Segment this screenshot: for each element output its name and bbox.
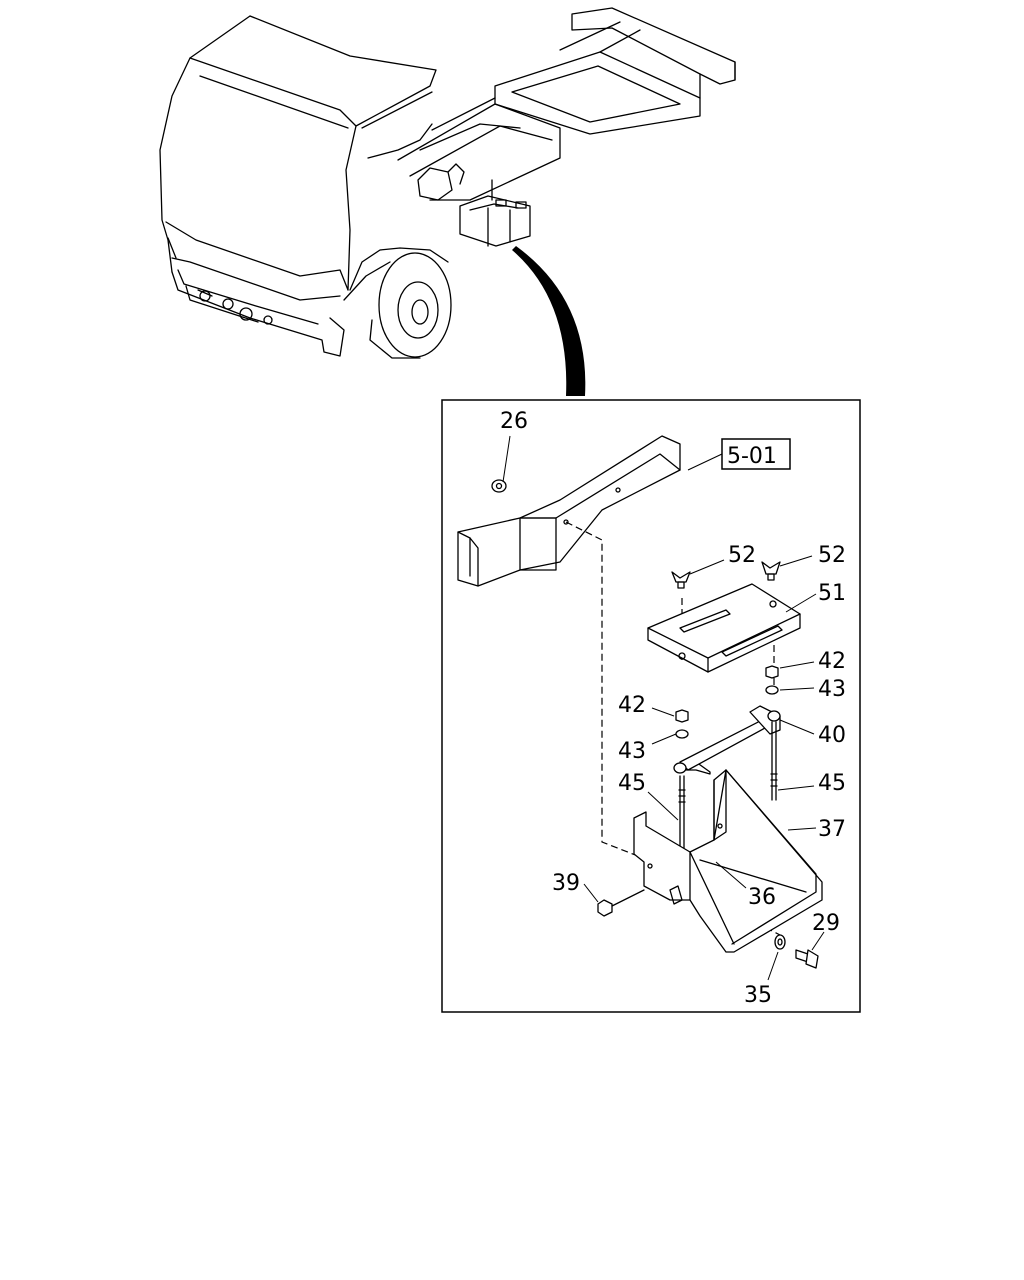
hold-down-bar-40 bbox=[673, 705, 781, 775]
callout-42-right: 42 bbox=[818, 649, 846, 674]
washer-35 bbox=[774, 934, 786, 950]
wing-nut-52-right bbox=[761, 561, 781, 581]
rod-45-right bbox=[770, 721, 778, 801]
callout-43-left: 43 bbox=[618, 739, 646, 764]
truck-overview-illustration bbox=[159, 7, 736, 359]
callout-45-left: 45 bbox=[618, 771, 646, 796]
callout-37: 37 bbox=[818, 817, 846, 842]
battery-cover-51 bbox=[647, 583, 801, 673]
detail-leader-arrow bbox=[512, 246, 586, 396]
nut-26 bbox=[491, 479, 507, 493]
callout-52-left: 52 bbox=[728, 543, 756, 568]
nut-42-left bbox=[675, 709, 689, 723]
reference-label: 5-01 bbox=[727, 444, 777, 469]
bolt-29 bbox=[795, 949, 819, 969]
callout-labels: 26 52 52 51 42 43 42 43 40 45 45 37 36 3… bbox=[500, 409, 846, 1008]
wing-nut-52-left bbox=[671, 571, 691, 589]
callout-43-right: 43 bbox=[818, 677, 846, 702]
callout-42-left: 42 bbox=[618, 693, 646, 718]
callout-29: 29 bbox=[812, 911, 840, 936]
callout-36: 36 bbox=[748, 885, 776, 910]
callout-51: 51 bbox=[818, 581, 846, 606]
callout-52-right: 52 bbox=[818, 543, 846, 568]
callout-35: 35 bbox=[744, 983, 772, 1008]
detail-view-frame bbox=[441, 399, 861, 1013]
callout-39: 39 bbox=[552, 871, 580, 896]
callout-40: 40 bbox=[818, 723, 846, 748]
battery-tray-37 bbox=[633, 769, 823, 953]
callout-26: 26 bbox=[500, 409, 528, 434]
washer-43-left bbox=[675, 729, 689, 739]
frame-rail bbox=[457, 435, 681, 587]
nut-39 bbox=[597, 889, 645, 917]
nut-42-right bbox=[765, 665, 779, 679]
washer-43-right bbox=[765, 685, 779, 695]
callout-45-right: 45 bbox=[818, 771, 846, 796]
battery-box-location bbox=[459, 179, 531, 247]
